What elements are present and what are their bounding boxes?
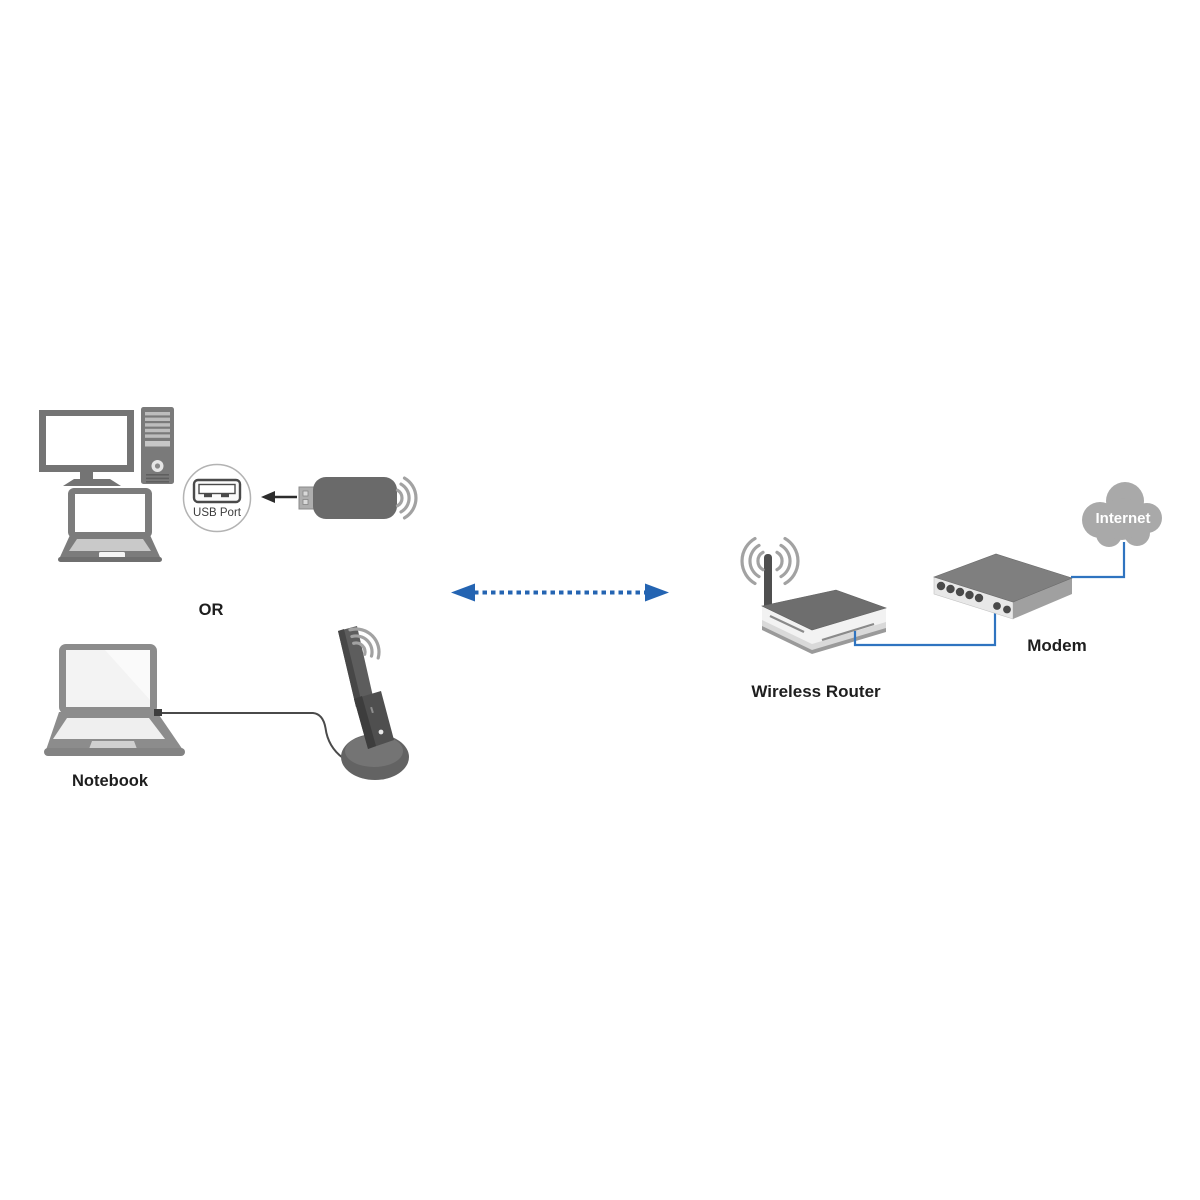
usb-adapter	[298, 476, 418, 520]
internet-cloud: Internet	[1082, 482, 1162, 547]
usb-port-label: USB Port	[193, 507, 242, 519]
desktop-monitor-icon	[39, 410, 134, 486]
cloud-icon	[1082, 482, 1162, 547]
modem	[933, 553, 1073, 620]
wifi-signal-icon	[740, 536, 800, 586]
wifi-signal-icon	[395, 476, 418, 520]
cradle-adapter	[338, 626, 409, 780]
notebook-label: Notebook	[72, 772, 149, 790]
router-antenna-icon	[740, 536, 800, 612]
usb-cable	[162, 712, 344, 759]
insert-arrow-icon	[261, 491, 297, 503]
wireless-router-label: Wireless Router	[751, 682, 881, 701]
or-label: OR	[199, 601, 224, 619]
modem-internet-cable	[1071, 542, 1126, 579]
desktop-computer	[39, 407, 174, 562]
router-modem-cable	[853, 602, 997, 647]
internet-label: Internet	[1095, 510, 1150, 527]
wifi-signal-icon	[348, 627, 381, 660]
usb-port-icon	[192, 478, 242, 504]
wireless-link-arrow	[451, 583, 669, 602]
desktop-tower-icon	[141, 407, 174, 484]
wireless-router	[740, 536, 887, 654]
modem-label: Modem	[1027, 636, 1087, 655]
desktop-laptop-icon	[58, 488, 162, 562]
usb-port-callout: USB Port	[182, 463, 252, 533]
notebook	[44, 644, 185, 756]
